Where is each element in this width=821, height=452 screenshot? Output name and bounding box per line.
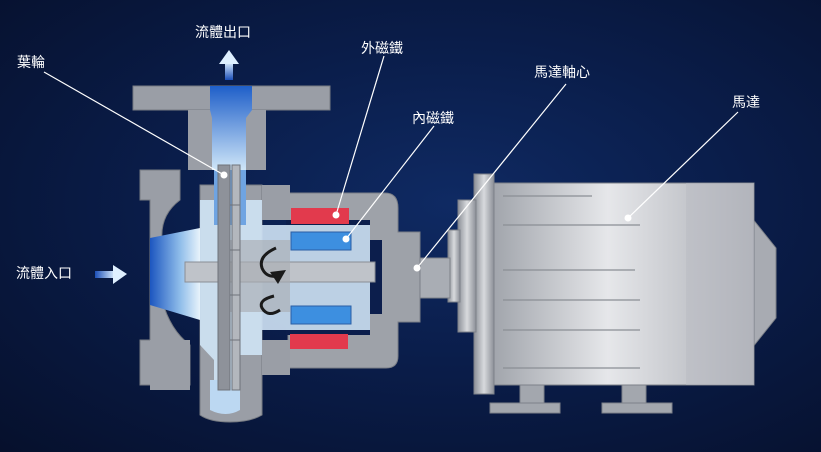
outlet-arrow-icon <box>219 50 239 80</box>
rotation-arrow-icon <box>259 246 281 315</box>
label-impeller: 葉輪 <box>17 54 45 71</box>
leader-dots <box>220 171 632 272</box>
outer-magnet-top <box>291 208 349 224</box>
label-fluid-outlet: 流體出口 <box>195 25 251 41</box>
outer-magnet-bottom <box>290 334 348 349</box>
rotation-arrowhead-icon <box>270 270 286 284</box>
inner-magnet-bottom <box>290 305 352 325</box>
leader-lines <box>43 55 739 269</box>
label-motor: 馬達 <box>732 95 760 111</box>
impeller <box>217 164 241 391</box>
inner-magnet-top <box>290 231 352 251</box>
label-fluid-inlet: 流體入口 <box>16 266 72 282</box>
motor <box>382 173 777 414</box>
label-outer-magnet: 外磁鐵 <box>361 40 403 57</box>
label-motor-shaft: 馬達軸心 <box>534 65 590 81</box>
label-inner-magnet: 內磁鐵 <box>412 110 454 127</box>
inlet-arrow-icon <box>95 265 127 284</box>
